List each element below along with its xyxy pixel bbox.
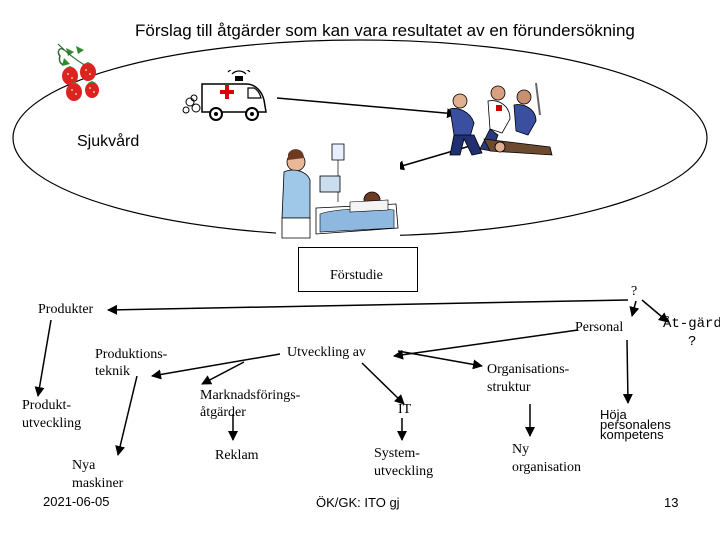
produktionsteknik-label-2: teknik — [95, 364, 130, 379]
slide-title: Förslag till åtgärder som kan vara resul… — [135, 21, 635, 40]
ny-organisation-label-2: organisation — [512, 460, 581, 475]
rescue-team-icon — [449, 82, 553, 156]
systemutveckling-label-1: System- — [374, 446, 420, 461]
forstudie-box — [298, 247, 418, 292]
hoja-label-3: kompetens — [600, 427, 664, 442]
arrow-personal-to-hoja — [622, 339, 633, 404]
arrow-utveckling-to-produktionsteknik — [151, 353, 281, 380]
healthcare-label: Sjukvård — [77, 133, 140, 150]
arrow-personal-to-utveckling — [393, 329, 579, 360]
arrow-to-produkter — [107, 299, 629, 315]
nurse-patient-icon — [276, 138, 400, 240]
hoja-label-2: personalens — [600, 417, 671, 432]
produkter-label: Produkter — [38, 302, 94, 317]
it-label: IT — [398, 402, 412, 417]
arrow-utveckling-to-marknad — [201, 361, 245, 385]
personal-label: Personal — [575, 320, 624, 335]
organisationsstruktur-label-2: struktur — [487, 380, 531, 395]
strawberry-icon — [57, 43, 99, 101]
arrow-utveckling-to-it — [361, 362, 405, 405]
footer-center: ÖK/GK: ITO gj — [316, 495, 400, 510]
arrow-produkter-to-produktutveckling — [34, 319, 52, 397]
produktutveckling-label-1: Produkt- — [22, 398, 71, 413]
nya-maskiner-label-2: maskiner — [72, 476, 124, 491]
reklam-label: Reklam — [215, 448, 259, 463]
produktionsteknik-label-1: Produktions- — [95, 347, 168, 362]
marknadsforing-label-1: Marknadsförings- — [200, 388, 301, 403]
ambulance-icon — [182, 70, 267, 121]
arrow-to-atgard — [641, 299, 669, 323]
nya-maskiner-label-1: Nya — [72, 458, 96, 473]
arrow-to-personal — [629, 300, 640, 317]
utveckling-av-label: Utveckling av — [287, 345, 366, 360]
forstudie-label: Förstudie — [330, 268, 383, 283]
organisationsstruktur-label-1: Organisations- — [487, 362, 570, 377]
hoja-label-1: Höja — [600, 407, 627, 422]
ny-organisation-label-1: Ny — [512, 442, 530, 457]
atgard-label: Åt-gärd — [663, 316, 720, 332]
systemutveckling-label-2: utveckling — [374, 464, 434, 479]
question-node: ? — [631, 284, 638, 299]
footer-page-number: 13 — [664, 495, 679, 510]
atgard-question: ? — [688, 334, 697, 350]
arrow-utveckling-to-organisation — [397, 350, 483, 370]
footer-date: 2021-06-05 — [43, 494, 110, 509]
produktutveckling-label-2: utveckling — [22, 416, 82, 431]
arrow-produkter-to-nya-maskiner — [115, 375, 138, 456]
arrow-ambulance-to-team — [276, 97, 457, 119]
marknadsforing-label-2: åtgärder — [200, 405, 246, 420]
